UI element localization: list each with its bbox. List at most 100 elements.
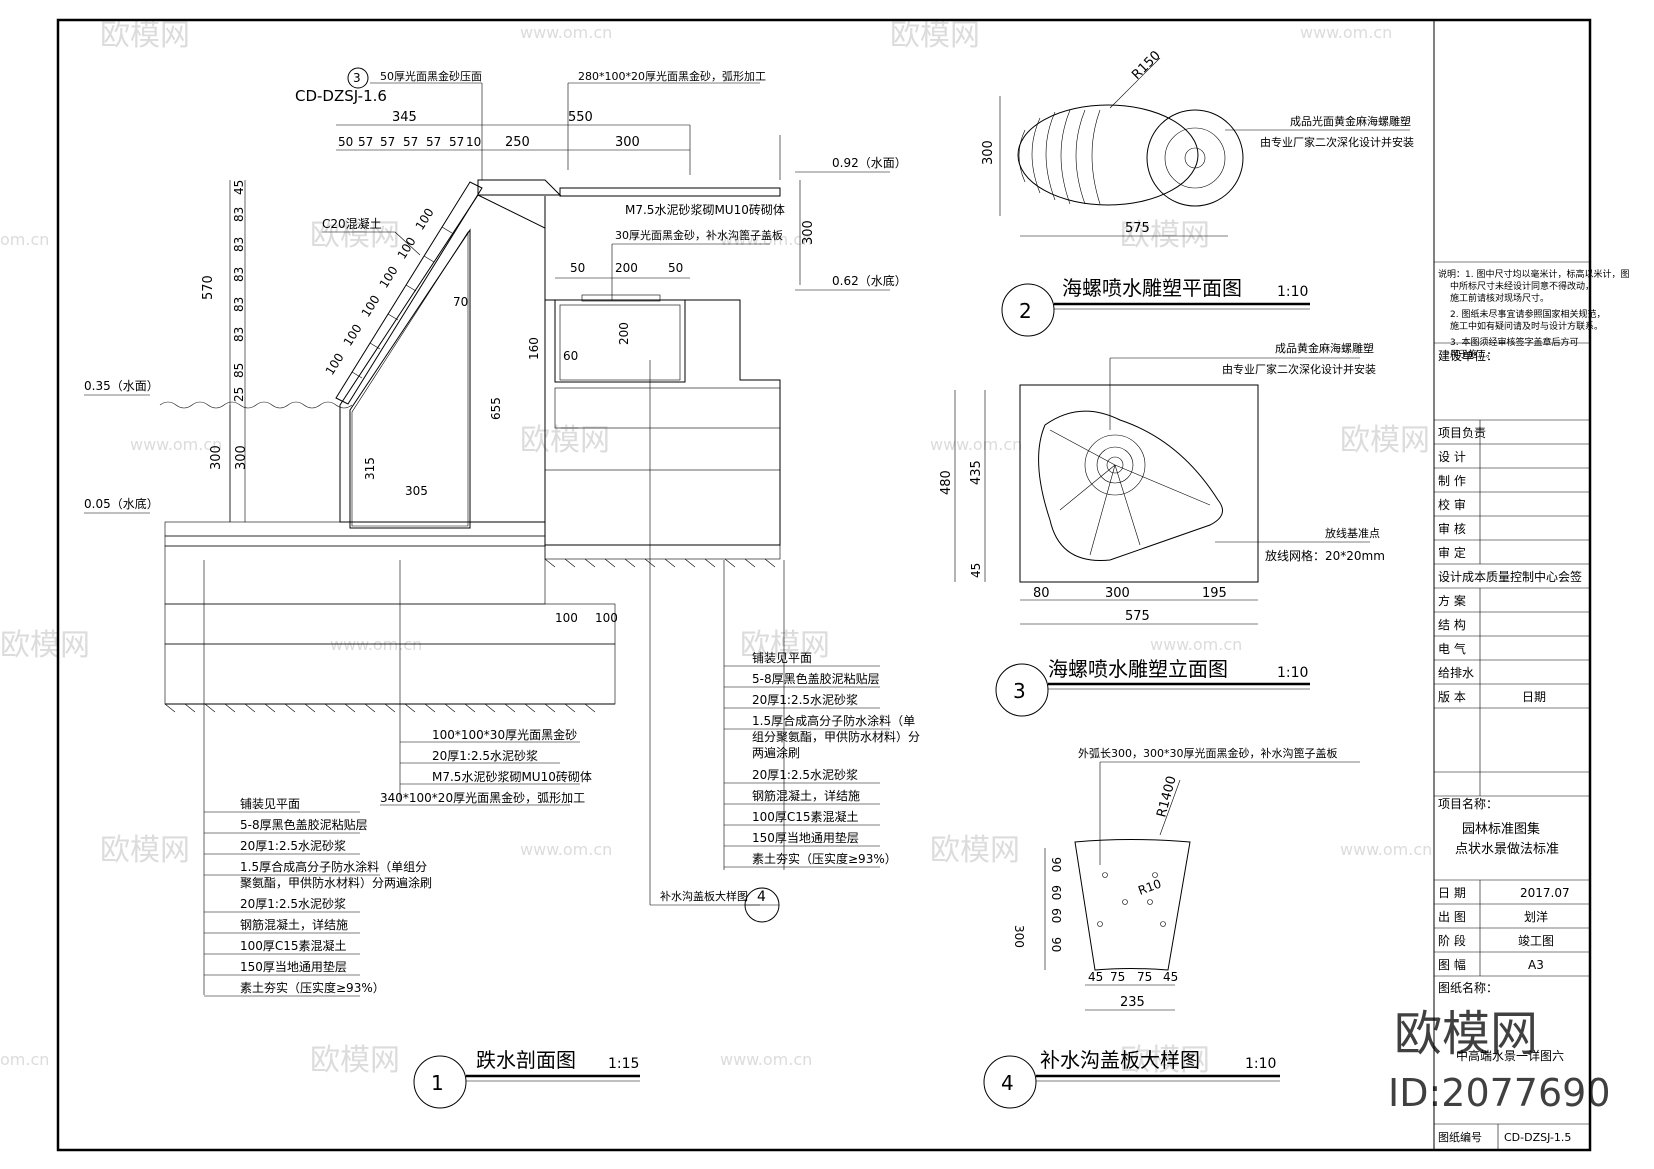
- legend-b-item: 20厚1:2.5水泥砂浆: [752, 767, 858, 782]
- right-water-high: 0.92（水面）: [832, 156, 907, 170]
- watermark-url: www.om.cn: [1340, 840, 1432, 859]
- conch-radius: R150: [1129, 48, 1164, 83]
- dim-250: 250: [505, 135, 530, 150]
- tb-note: 说明：1. 图中尺寸均以毫米计，标高以米计，图: [1438, 268, 1629, 280]
- title-bubble-1: [413, 1055, 467, 1109]
- sheet-border: [56, 18, 1592, 1152]
- dim-w-575: 575: [1125, 221, 1150, 236]
- dim-70: 70: [453, 295, 468, 309]
- legend-a-item: 100*100*30厚光面黑金砂: [432, 727, 577, 742]
- diag-dim: 100: [341, 322, 365, 349]
- diag-dim: 100: [359, 293, 383, 320]
- tb-project-name-2: 点状水景做法标准: [1455, 842, 1559, 857]
- watermark-logo: 欧模网: [1120, 1043, 1210, 1078]
- water-level-low: 0.05（水底）: [84, 496, 159, 511]
- diag-dim: 100: [413, 206, 437, 233]
- tb-drawing-name: 中高端水景一详图六: [1456, 1048, 1564, 1063]
- dim-chain: 83: [232, 207, 246, 222]
- legend-c-item: 聚氨酯，甲供防水材料）分两遍涂刷: [240, 875, 432, 890]
- watermark-logo: 欧模网: [100, 18, 190, 53]
- section-1-scale: 1:15: [608, 1056, 639, 1072]
- dim-435: 435: [969, 460, 984, 485]
- cover-radius-small: R10: [1136, 877, 1163, 898]
- dim-80: 80: [1033, 586, 1050, 601]
- water-level-high: 0.35（水面）: [84, 379, 159, 393]
- tb-note: 3. 本图须经审核签字盖章后方可: [1450, 336, 1578, 348]
- tb-info-label: 阶 段: [1438, 933, 1466, 948]
- dim-550: 550: [568, 110, 593, 125]
- legend-a-item: 340*100*20厚光面黑金砂，弧形加工: [380, 790, 585, 805]
- watermark-url: www.om.cn: [330, 635, 422, 654]
- legend-c-item: 150厚当地通用垫层: [240, 959, 347, 974]
- tb-role: 校 审: [1438, 497, 1466, 512]
- section-3-scale: 1:10: [1277, 665, 1308, 681]
- title-num-3: 3: [1013, 679, 1026, 703]
- right-water-low: 0.62（水底）: [832, 273, 907, 288]
- legend-b-item: 1.5厚合成高分子防水涂料（单: [752, 713, 915, 728]
- cover-dim-b: 45: [1163, 970, 1178, 984]
- cover-dim: 60: [1049, 908, 1063, 923]
- diag-dim: 100: [377, 264, 401, 291]
- dim-300b: 300: [234, 445, 249, 470]
- mid-note-1: M7.5水泥砂浆砌MU10砖砌体: [625, 202, 785, 217]
- dim-small: 57: [358, 135, 373, 149]
- dim-300a: 300: [209, 445, 224, 470]
- dim-300: 300: [1105, 586, 1130, 601]
- grid-note-1: 放线基准点: [1325, 526, 1380, 540]
- watermark-logo: 欧模网: [740, 628, 830, 663]
- title-num-4: 4: [1001, 1071, 1014, 1095]
- dim-300-right: 300: [801, 220, 816, 245]
- dim-chain: 83: [232, 267, 246, 282]
- legend-a-item: M7.5水泥砂浆砌MU10砖砌体: [432, 769, 592, 784]
- cover-note: 外弧长300，300*30厚光面黑金砂，补水沟篦子盖板: [1078, 746, 1338, 760]
- tb-info-label: 出 图: [1438, 910, 1466, 924]
- section-2-scale: 1:10: [1277, 284, 1308, 300]
- section-conch-plan: R150 300 575 成品光面黄金麻海螺雕塑 由专业厂家二次深化设计并安装 …: [981, 48, 1414, 337]
- tb-number-label: 图纸编号: [1438, 1130, 1482, 1144]
- dim-50b: 50: [668, 261, 683, 275]
- legend-c-item: 1.5厚合成高分子防水涂料（单组分: [240, 859, 427, 874]
- legend-b-item: 钢筋混凝土，详结施: [752, 788, 860, 803]
- section-1-title: 跌水剖面图: [476, 1048, 576, 1072]
- tb-project-label: 项目名称：: [1438, 796, 1498, 811]
- legend-b-item: 素土夯实（压实度≥93%）: [752, 851, 897, 866]
- section-ditch-cover: 外弧长300，300*30厚光面黑金砂，补水沟篦子盖板 R1400 R10 30…: [983, 746, 1360, 1109]
- title-bubble-2: [1001, 283, 1055, 337]
- tb-info-value: 竣工图: [1518, 933, 1554, 948]
- layout-grid: [1019, 384, 1259, 583]
- watermark-id: ID:2077690: [1388, 1071, 1611, 1115]
- dim-50a: 50: [570, 261, 585, 275]
- dim-200h: 200: [615, 261, 638, 275]
- tb-note: 中所标尺寸未经设计同意不得改动，: [1450, 280, 1594, 292]
- dim-small: 10: [466, 135, 481, 149]
- cover-dim-b: 75: [1137, 970, 1152, 984]
- cover-dim: 60: [1049, 885, 1063, 900]
- dim-chain: 83: [232, 327, 246, 342]
- watermark-logo: 欧模网: [310, 218, 400, 253]
- watermark-url: www.om.cn: [1150, 635, 1242, 654]
- tb-version: 版 本: [1438, 690, 1466, 704]
- dim-300: 300: [1012, 925, 1026, 948]
- dim-chain: 83: [232, 237, 246, 252]
- section-4-title: 补水沟盖板大样图: [1040, 1048, 1200, 1072]
- tb-role: 项目负责: [1438, 426, 1486, 440]
- legend-b-item: 100厚C15素混凝土: [752, 809, 859, 824]
- dim-305: 305: [405, 484, 428, 498]
- dim-570: 570: [201, 275, 216, 300]
- ref-num: 3: [353, 71, 361, 85]
- legend-c-item: 20厚1:2.5水泥砂浆: [240, 896, 346, 911]
- title-bubble-4: [983, 1055, 1037, 1109]
- tb-info-value: A3: [1528, 958, 1544, 972]
- dim-195: 195: [1202, 586, 1227, 601]
- dim-small: 57: [426, 135, 441, 149]
- watermark-url: www.om.cn: [930, 435, 1022, 454]
- tb-info-value: 划洋: [1524, 909, 1548, 924]
- dim-chain: 45: [232, 180, 246, 195]
- ditch-ref-label: 补水沟盖板大样图: [660, 889, 748, 903]
- dim-chain: 83: [232, 297, 246, 312]
- title-num-1: 1: [431, 1071, 444, 1095]
- dim-100a: 100: [555, 611, 578, 625]
- tb-discipline: 给排水: [1438, 666, 1474, 680]
- dim-h-300: 300: [981, 140, 996, 165]
- tb-note: 2. 图纸未尽事宜请参照国家相关规范，: [1450, 308, 1605, 320]
